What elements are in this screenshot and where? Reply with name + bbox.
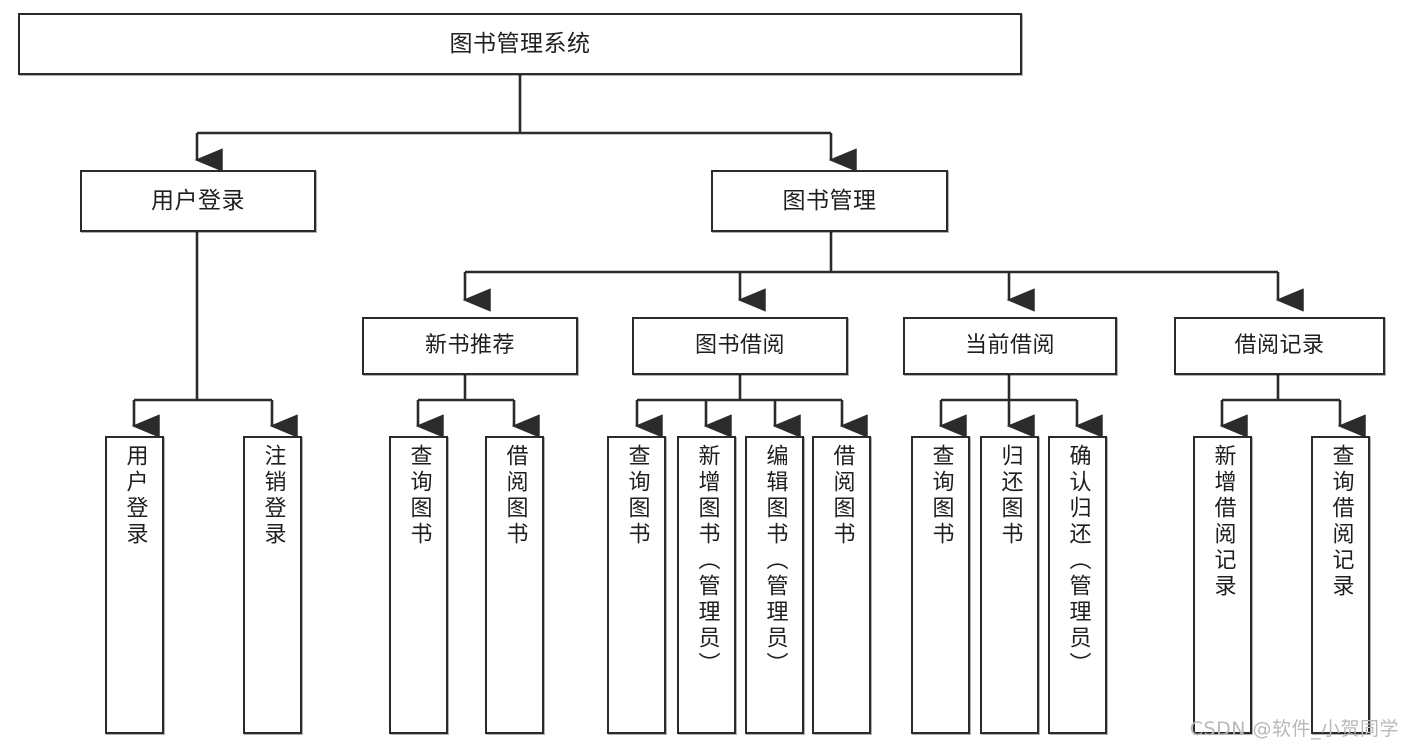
node-leaf-query-book-1-label: 查询图书 bbox=[406, 444, 432, 548]
node-leaf-user-login-label: 用户登录 bbox=[122, 444, 148, 548]
node-leaf-add-book[interactable]: 新增图书（管理员） bbox=[677, 436, 736, 734]
node-leaf-add-book-label: 新增图书（管理员） bbox=[694, 444, 720, 678]
node-leaf-edit-book[interactable]: 编辑图书（管理员） bbox=[745, 436, 804, 734]
node-leaf-confirm-return[interactable]: 确认归还（管理员） bbox=[1048, 436, 1107, 734]
node-leaf-borrow-book-2-label: 借阅图书 bbox=[829, 444, 855, 548]
node-leaf-user-login[interactable]: 用户登录 bbox=[105, 436, 164, 734]
node-book-borrow[interactable]: 图书借阅 bbox=[632, 317, 848, 375]
node-leaf-query-record-label: 查询借阅记录 bbox=[1328, 444, 1354, 600]
node-leaf-borrow-book-1-label: 借阅图书 bbox=[502, 444, 528, 548]
node-current-borrow[interactable]: 当前借阅 bbox=[903, 317, 1117, 375]
node-new-book-recommend[interactable]: 新书推荐 bbox=[362, 317, 578, 375]
node-book-borrow-label: 图书借阅 bbox=[694, 333, 785, 359]
node-leaf-query-book-3[interactable]: 查询图书 bbox=[911, 436, 970, 734]
node-book-management[interactable]: 图书管理 bbox=[711, 170, 948, 232]
node-borrow-record[interactable]: 借阅记录 bbox=[1174, 317, 1385, 375]
node-new-book-recommend-label: 新书推荐 bbox=[424, 333, 515, 359]
node-leaf-query-book-1[interactable]: 查询图书 bbox=[389, 436, 448, 734]
node-user-login[interactable]: 用户登录 bbox=[80, 170, 316, 232]
node-leaf-add-record[interactable]: 新增借阅记录 bbox=[1193, 436, 1252, 734]
node-current-borrow-label: 当前借阅 bbox=[964, 333, 1055, 359]
node-root-label: 图书管理系统 bbox=[449, 30, 591, 57]
node-book-management-label: 图书管理 bbox=[782, 187, 877, 214]
node-leaf-query-book-2[interactable]: 查询图书 bbox=[607, 436, 666, 734]
node-leaf-query-record[interactable]: 查询借阅记录 bbox=[1311, 436, 1370, 734]
node-leaf-logout-label: 注销登录 bbox=[260, 444, 286, 548]
node-leaf-return-book-label: 归还图书 bbox=[997, 444, 1023, 548]
node-user-login-label: 用户登录 bbox=[151, 187, 245, 214]
node-borrow-record-label: 借阅记录 bbox=[1234, 333, 1325, 359]
node-leaf-return-book[interactable]: 归还图书 bbox=[980, 436, 1039, 734]
node-leaf-borrow-book-1[interactable]: 借阅图书 bbox=[485, 436, 544, 734]
node-leaf-edit-book-label: 编辑图书（管理员） bbox=[762, 444, 788, 678]
node-leaf-logout[interactable]: 注销登录 bbox=[243, 436, 302, 734]
node-leaf-add-record-label: 新增借阅记录 bbox=[1210, 444, 1236, 600]
node-root[interactable]: 图书管理系统 bbox=[18, 13, 1022, 75]
node-leaf-confirm-return-label: 确认归还（管理员） bbox=[1065, 444, 1091, 678]
node-leaf-query-book-2-label: 查询图书 bbox=[624, 444, 650, 548]
node-leaf-query-book-3-label: 查询图书 bbox=[928, 444, 954, 548]
node-leaf-borrow-book-2[interactable]: 借阅图书 bbox=[812, 436, 871, 734]
